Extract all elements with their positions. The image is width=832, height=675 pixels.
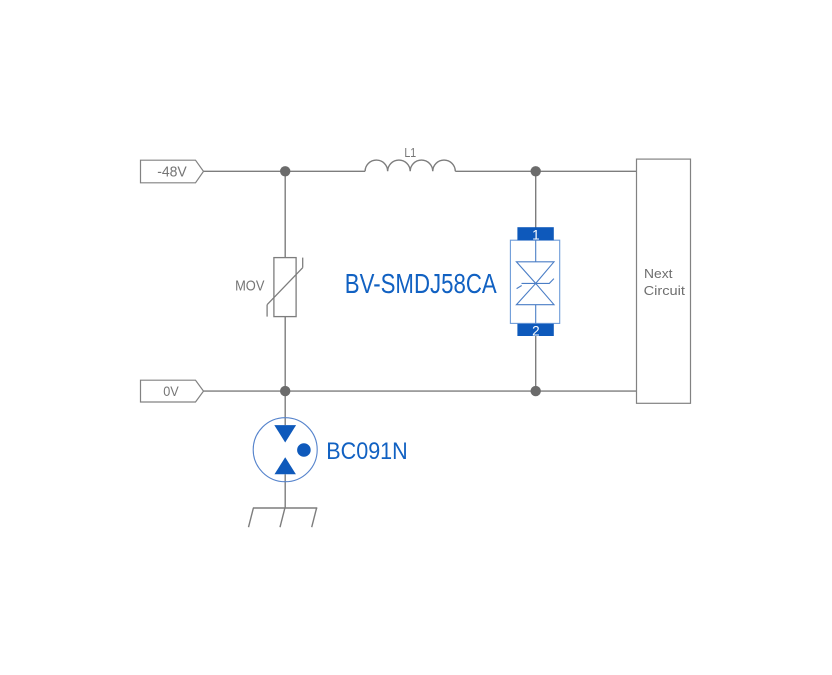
svg-text:-48V: -48V — [157, 164, 187, 180]
svg-text:BV-SMDJ58CA: BV-SMDJ58CA — [345, 268, 497, 299]
svg-text:L1: L1 — [404, 146, 416, 160]
svg-text:2: 2 — [532, 323, 540, 338]
svg-text:1: 1 — [532, 227, 540, 242]
svg-text:MOV: MOV — [235, 278, 265, 294]
svg-text:0V: 0V — [163, 383, 179, 399]
svg-text:Circuit: Circuit — [644, 284, 686, 298]
svg-text:Next: Next — [644, 267, 673, 281]
svg-text:BC091N: BC091N — [326, 438, 407, 465]
